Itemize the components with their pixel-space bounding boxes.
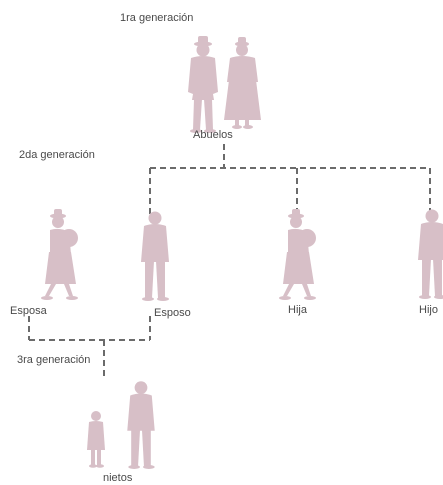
connector-lines: [28, 144, 431, 378]
nietos-label: nietos: [103, 472, 133, 484]
grandmother-figure: [224, 37, 261, 129]
generation-3-label: 3ra generación: [17, 354, 91, 366]
abuelos-label: Abuelos: [193, 129, 233, 141]
generation-1-label: 1ra generación: [120, 12, 194, 24]
esposo-figure: [141, 211, 169, 301]
hijo-figure: [418, 209, 443, 299]
generation-2-label: 2da generación: [19, 149, 95, 161]
hija-label: Hija: [288, 304, 307, 316]
esposo-label: Esposo: [154, 307, 191, 319]
esposa-label: Esposa: [10, 305, 47, 317]
hijo-label: Hijo: [419, 304, 438, 316]
nieto-figure: [127, 381, 155, 469]
grandfather-figure: [188, 36, 218, 133]
hija-figure: [279, 209, 316, 300]
esposa-figure: [41, 209, 78, 300]
nieta-figure: [87, 411, 105, 468]
